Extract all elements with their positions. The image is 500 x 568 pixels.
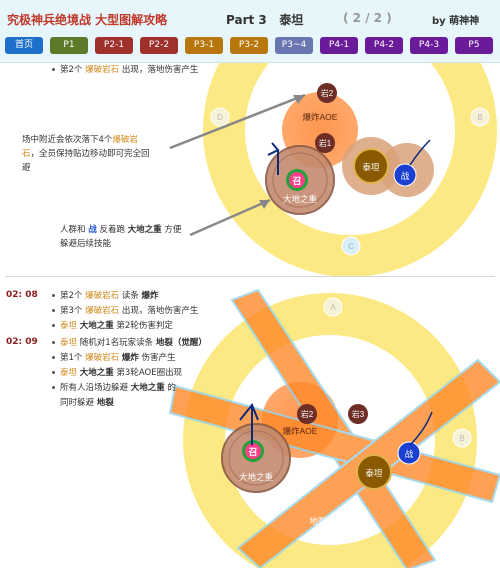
timestamp-1: 02: 08 xyxy=(6,290,38,300)
list-item: 泰坦 大地之重 第2轮伤害判定 xyxy=(52,319,173,331)
war-token-1 xyxy=(393,163,417,187)
bullet xyxy=(52,309,55,312)
label-war-2: 战 xyxy=(405,449,414,459)
label-marker-b-1: B xyxy=(477,113,482,122)
label-marker-d: D xyxy=(217,113,223,122)
marker-b-1 xyxy=(470,107,490,127)
label-rock2-2: 岩2 xyxy=(301,409,314,419)
section-divider xyxy=(5,276,495,277)
war-token-2 xyxy=(397,441,421,465)
tab-p5[interactable]: P5 xyxy=(455,37,493,54)
summon-token-1 xyxy=(289,172,305,188)
label-marker-a: A xyxy=(330,303,336,312)
part-number: Part 3 xyxy=(226,13,267,27)
tab-p3-4[interactable]: P3~4 xyxy=(275,37,313,54)
note-crowd-run: 人群和 战 反着跑 大地之重 方便 躲避后续技能 xyxy=(60,225,182,249)
label-titan-2: 泰坦 xyxy=(365,468,383,478)
bullet xyxy=(52,68,55,71)
label-earth-2: 大地之重 xyxy=(239,472,274,482)
list-item: 第3个 爆破岩石 出现，落地伤害产生 xyxy=(52,304,198,316)
part-name: 泰坦 xyxy=(279,13,304,27)
marker-d xyxy=(210,107,230,127)
tab-p4-3[interactable]: P4-3 xyxy=(410,37,448,54)
header-bar: 究极神兵绝境战 大型图解攻略 Part 3 泰坦 ( 2 / 2 ) by 萌神… xyxy=(0,0,500,63)
arrow-war-2 xyxy=(409,411,433,446)
list-item: 泰坦 随机对1名玩家读条 地裂（觉醒） xyxy=(52,336,207,348)
arrow-war-1 xyxy=(409,139,431,166)
bullet xyxy=(52,371,55,374)
label-rock2-1: 岩2 xyxy=(321,88,334,98)
summon-token-2 xyxy=(245,443,261,459)
arena-2 xyxy=(168,288,500,568)
label-titan-1: 泰坦 xyxy=(362,162,380,172)
list-item: 同时躲避 地裂 xyxy=(60,398,114,408)
tab-p1[interactable]: P1 xyxy=(50,37,88,54)
tab-p3-1[interactable]: P3-1 xyxy=(185,37,223,54)
list-item: 所有人沿场边躲避 大地之重 的 xyxy=(52,381,176,393)
pointer-arrowhead-2 xyxy=(259,200,270,209)
label-aoe-2: 爆炸AOE xyxy=(283,426,318,436)
bullet xyxy=(52,294,55,297)
tab-p4-1[interactable]: P4-1 xyxy=(320,37,358,54)
label-earth-1: 大地之重 xyxy=(283,194,318,204)
list-item: 第1个 爆破岩石 爆炸 伤害产生 xyxy=(52,351,176,363)
label-war-1: 战 xyxy=(401,171,410,181)
marker-c xyxy=(341,236,361,256)
pointer-arrow-2 xyxy=(189,198,271,237)
rock2-circle-1 xyxy=(317,83,337,103)
arena-1 xyxy=(169,0,497,277)
top-note: 第2个 爆破岩石 出现，落地伤害产生 xyxy=(52,63,198,77)
page-indicator: ( 2 / 2 ) xyxy=(343,11,392,25)
pointer-arrow-1 xyxy=(169,93,306,150)
label-crack: 地裂 xyxy=(309,516,327,526)
page-title: 究极神兵绝境战 大型图解攻略 xyxy=(7,13,168,27)
label-marker-b-2: B xyxy=(459,434,464,443)
list-item: 泰坦 大地之重 第3轮AOE圈出现 xyxy=(52,366,182,378)
label-summon-2: 召 xyxy=(248,447,257,457)
earth-heavy-inner-2 xyxy=(228,430,284,486)
marker-a xyxy=(323,297,343,317)
bullet xyxy=(52,356,55,359)
rock3-circle-2 xyxy=(348,404,368,424)
list-item: 第2个 爆破岩石 读条 爆炸 xyxy=(52,289,159,301)
earth-heavy-inner-1 xyxy=(272,152,328,208)
tab-p2-1[interactable]: P2-1 xyxy=(95,37,133,54)
marker-b-2 xyxy=(452,428,472,448)
label-aoe-1: 爆炸AOE xyxy=(303,112,338,122)
part-label: Part 3 泰坦 xyxy=(226,11,303,28)
label-summon-1: 召 xyxy=(292,176,301,186)
author-label: by 萌神神 xyxy=(432,16,480,27)
rock1-circle-1 xyxy=(315,133,335,153)
titan-token-2 xyxy=(356,454,392,490)
timestamp-2: 02: 09 xyxy=(6,337,38,347)
bullet xyxy=(52,386,55,389)
tab-p3-2[interactable]: P3-2 xyxy=(230,37,268,54)
note-rock-fall: 场中附近会依次落下4个爆破岩 石，全员保持贴边移动即可完全回 避 xyxy=(22,135,150,173)
bullet xyxy=(52,341,55,344)
rock2-circle-2 xyxy=(297,404,317,424)
tab-p2-2[interactable]: P2-2 xyxy=(140,37,178,54)
tab-p4-2[interactable]: P4-2 xyxy=(365,37,403,54)
pointer-arrowhead-1 xyxy=(293,95,305,104)
tab-home[interactable]: 首页 xyxy=(5,37,43,54)
label-rock3-2: 岩3 xyxy=(352,409,365,419)
label-rock1-1: 岩1 xyxy=(319,138,332,148)
label-marker-c: C xyxy=(348,242,354,251)
titan-token-1 xyxy=(353,148,389,184)
bullet xyxy=(52,324,55,327)
